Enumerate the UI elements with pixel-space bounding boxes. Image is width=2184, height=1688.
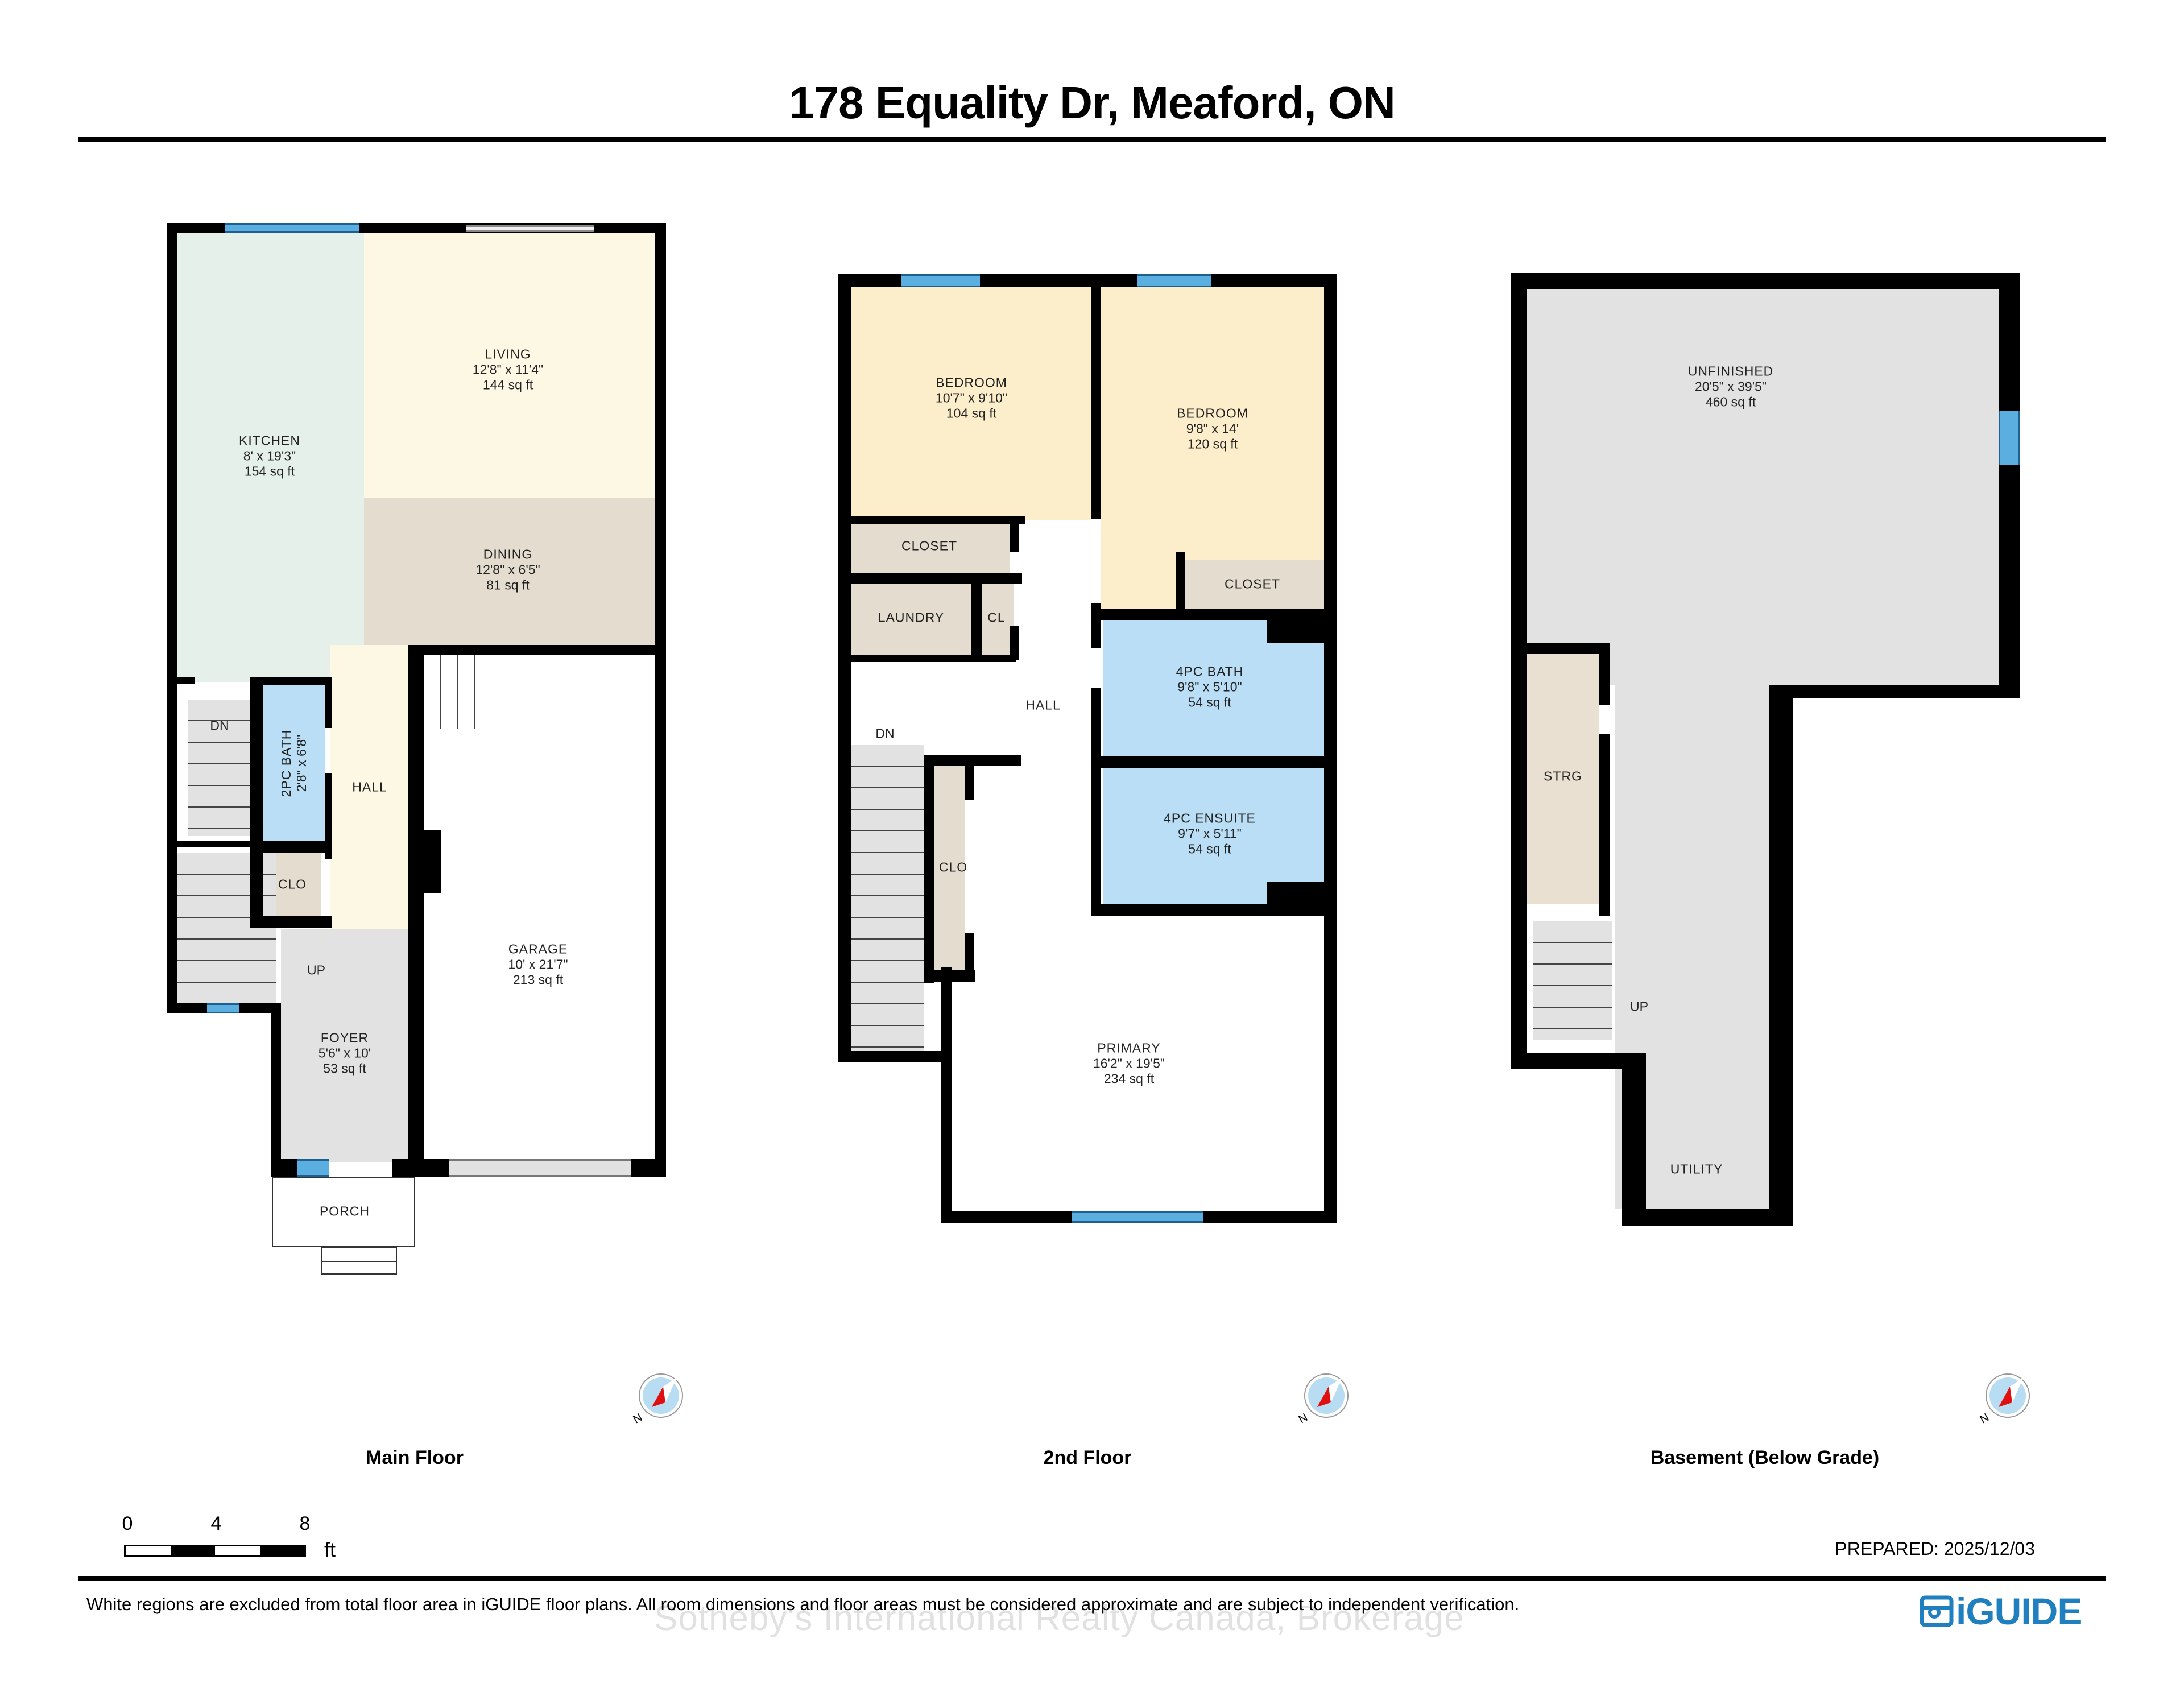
label-cl: CL xyxy=(987,610,1006,625)
window xyxy=(207,1003,239,1013)
svg-text:N: N xyxy=(1978,1411,1991,1425)
compass-icon: N xyxy=(1978,1373,2030,1425)
label-stairs-down: DN xyxy=(210,718,229,733)
svg-text:N: N xyxy=(1297,1411,1310,1425)
room-dining xyxy=(364,498,655,645)
label-stairs-up: UP xyxy=(307,962,325,978)
room-2pc-bath xyxy=(263,685,325,841)
room-primary-lower xyxy=(950,967,1018,1211)
room-living xyxy=(364,233,655,498)
scale-tick: 0 xyxy=(122,1513,133,1534)
porch xyxy=(272,1177,415,1247)
window xyxy=(297,1159,329,1177)
label-clo: CLO xyxy=(278,876,307,892)
logo-text: iGUIDE xyxy=(1956,1590,2082,1632)
label-utility: UTILITY xyxy=(1670,1161,1723,1177)
scale-unit: ft xyxy=(324,1538,336,1561)
window xyxy=(225,223,359,233)
room-closet-1 xyxy=(851,520,1010,573)
iguide-logo: iGUIDE xyxy=(1920,1590,2082,1633)
label-hall: HALL xyxy=(1025,697,1061,713)
compass-icon: N xyxy=(1297,1373,1349,1425)
window xyxy=(1072,1211,1203,1223)
header-divider xyxy=(78,137,2106,142)
camera-icon xyxy=(1920,1595,1954,1627)
window xyxy=(901,274,980,287)
room-strg xyxy=(1527,654,1599,904)
room-clo xyxy=(934,766,965,970)
stairs-down xyxy=(188,700,250,836)
brokerage-watermark: Sotheby's International Realty Canada, B… xyxy=(654,1599,1465,1638)
scale-tick: 4 xyxy=(210,1513,222,1534)
label-clo: CLO xyxy=(938,859,968,875)
stairs-down xyxy=(851,745,924,1051)
room-cl xyxy=(982,584,1014,655)
scale-tick: 8 xyxy=(299,1513,311,1534)
stairs-up xyxy=(1533,921,1612,1040)
room-closet-2 xyxy=(1185,560,1324,609)
room-laundry xyxy=(851,584,971,660)
window xyxy=(1999,411,2020,465)
garage-steps xyxy=(424,655,475,729)
window xyxy=(466,225,594,232)
floor-label-main: Main Floor xyxy=(366,1447,464,1468)
label-closet-1: CLOSET xyxy=(901,538,958,553)
floor-label-basement: Basement (Below Grade) xyxy=(1650,1447,1880,1468)
page-title: 178 Equality Dr, Meaford, ON xyxy=(789,77,1396,128)
label-closet-2: CLOSET xyxy=(1224,576,1281,591)
porch-steps xyxy=(321,1247,397,1275)
garage-door xyxy=(449,1159,631,1177)
room-foyer xyxy=(281,929,410,1162)
disclaimer: White regions are excluded from total fl… xyxy=(86,1594,1520,1614)
svg-text:N: N xyxy=(631,1411,644,1425)
footer-divider xyxy=(78,1576,2106,1581)
room-garage xyxy=(424,655,655,1159)
room-bedroom-1 xyxy=(851,287,1091,520)
window xyxy=(1138,274,1211,287)
compass-icon: N xyxy=(631,1373,683,1425)
prepared-date: PREPARED: 2025/12/03 xyxy=(1835,1538,2035,1559)
label-stairs-up: UP xyxy=(1630,999,1648,1014)
label-stairs-down: DN xyxy=(875,726,895,741)
room-hall xyxy=(330,645,410,929)
label-porch: PORCH xyxy=(319,1203,370,1219)
room-unfinished xyxy=(1527,289,1999,685)
floor-label-second: 2nd Floor xyxy=(1043,1447,1132,1468)
room-bedroom-2 xyxy=(1101,287,1324,611)
label-hall: HALL xyxy=(352,779,387,795)
label-strg: STRG xyxy=(1544,768,1582,784)
room-kitchen xyxy=(177,233,364,682)
label-laundry: LAUNDRY xyxy=(878,610,945,625)
room-4pc-bath xyxy=(1103,620,1324,758)
